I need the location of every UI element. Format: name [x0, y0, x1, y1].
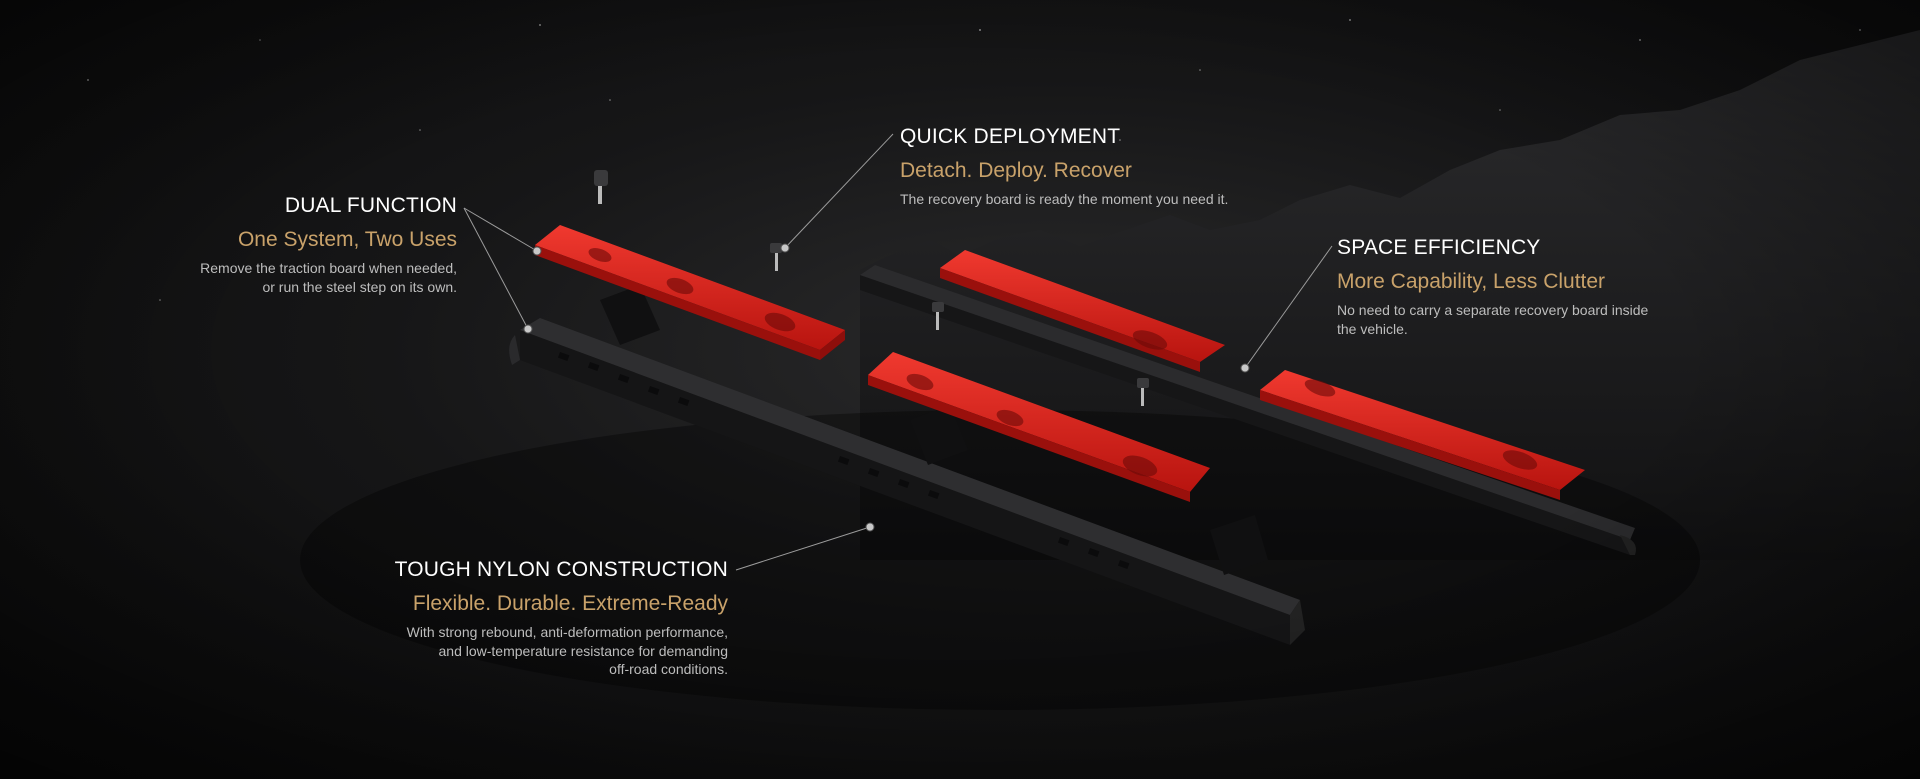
callout-heading: DUAL FUNCTION — [284, 194, 457, 217]
callout-heading: TOUGH NYLON CONSTRUCTION — [394, 558, 728, 581]
callout-tagline: More Capability, Less Clutter — [1337, 270, 1606, 294]
callout-body-line: the vehicle. — [1337, 320, 1408, 337]
callout-body: With strong rebound, anti-deformation pe… — [350, 623, 728, 678]
callout-tagline: Detach. Deploy. Recover — [900, 159, 1132, 183]
callout-body-line: off-road conditions. — [609, 660, 728, 677]
callout-tough-nylon-construction: TOUGH NYLON CONSTRUCTION Flexible. Durab… — [350, 557, 728, 678]
callout-space-efficiency: SPACE EFFICIENCY More Capability, Less C… — [1337, 235, 1737, 338]
callout-body: Remove the traction board when needed, o… — [150, 259, 457, 295]
callout-body: No need to carry a separate recovery boa… — [1337, 301, 1737, 337]
callout-body-line: No need to carry a separate recovery boa… — [1337, 302, 1649, 319]
callout-heading: SPACE EFFICIENCY — [1337, 236, 1541, 259]
callout-heading: QUICK DEPLOYMENT — [900, 125, 1121, 148]
callout-quick-deployment: QUICK DEPLOYMENT Detach. Deploy. Recover… — [900, 124, 1320, 209]
callout-dual-function: DUAL FUNCTION One System, Two Uses Remov… — [150, 193, 457, 296]
callout-body-line: or run the steel step on its own. — [262, 278, 457, 295]
callout-body-line: The recovery board is ready the moment y… — [900, 191, 1229, 208]
callout-tagline: One System, Two Uses — [237, 228, 457, 252]
callout-body-line: With strong rebound, anti-deformation pe… — [406, 624, 728, 641]
callout-body: The recovery board is ready the moment y… — [900, 190, 1320, 208]
callout-tagline: Flexible. Durable. Extreme-Ready — [412, 592, 728, 616]
callout-body-line: Remove the traction board when needed, — [200, 260, 457, 277]
callout-body-line: and low-temperature resistance for deman… — [438, 642, 729, 659]
